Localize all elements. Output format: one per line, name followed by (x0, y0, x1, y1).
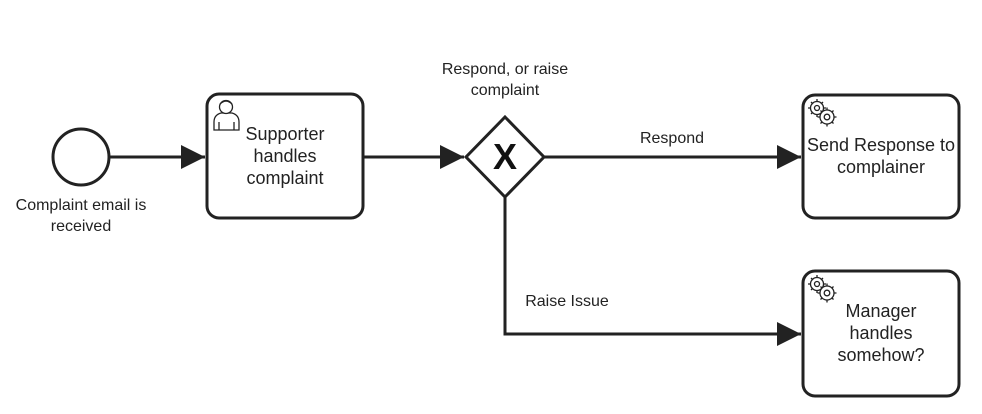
task-label-manager: Manager handles somehow? (837, 301, 925, 365)
flow-label-respond: Respond (639, 130, 705, 147)
start-event[interactable] (51, 127, 111, 187)
flow-raise-issue[interactable] (503, 197, 801, 346)
gears-icon (808, 275, 837, 303)
task-supporter-handles-complaint[interactable] (205, 92, 365, 220)
task-label-send-response: Send Response to complainer (806, 135, 956, 177)
gateway-x-icon: X (492, 136, 517, 177)
start-event-label: Complaint email is received (15, 197, 147, 235)
flow-label-raise-issue: Raise Issue (525, 293, 609, 310)
task-label-supporter: Supporter handles complaint (245, 124, 325, 188)
gears-icon (808, 99, 837, 127)
task-send-response[interactable] (801, 93, 961, 220)
user-icon (213, 99, 240, 131)
task-manager-handles[interactable] (801, 269, 961, 398)
gateway-label: Respond, or raise complaint (441, 61, 569, 99)
